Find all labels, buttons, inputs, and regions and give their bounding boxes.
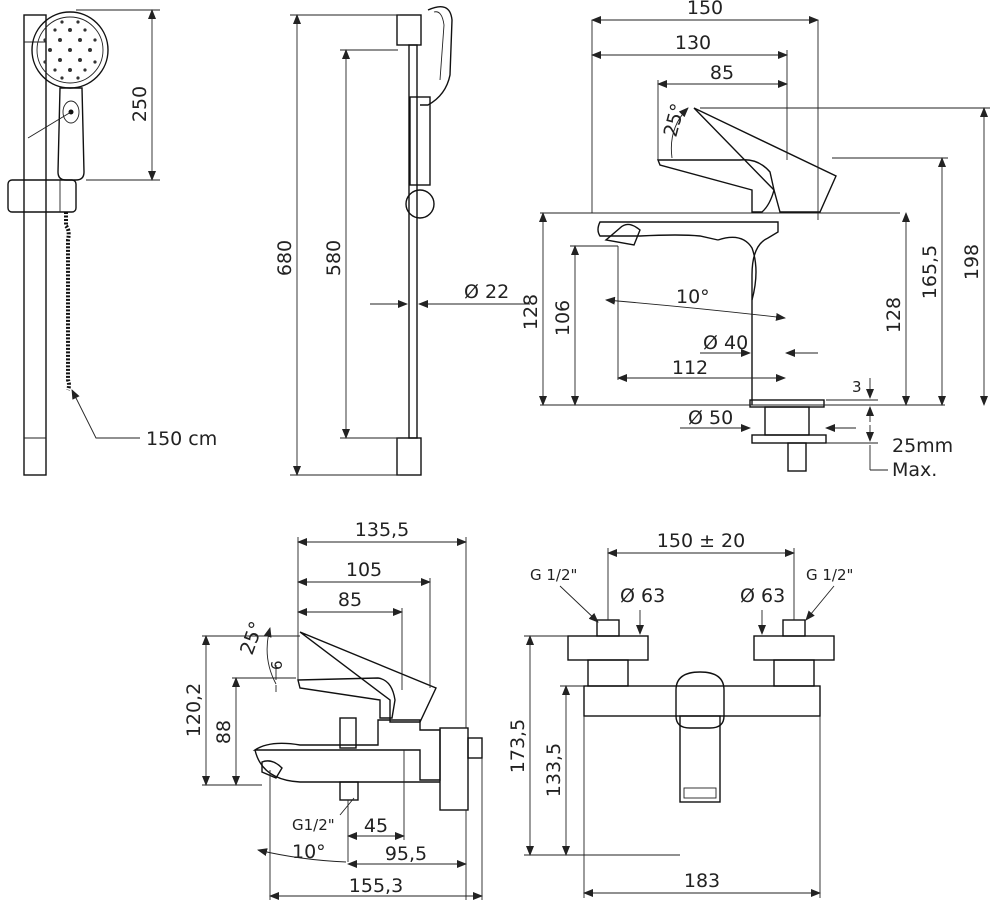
slide-bar	[23, 14, 47, 476]
inlet-left-label: G 1/2"	[530, 566, 577, 584]
dim-bar-diameter: Ø 22	[464, 281, 509, 303]
bath-body-side	[252, 719, 441, 781]
dim-133: 133,5	[543, 743, 565, 797]
escutcheon-left	[567, 635, 649, 661]
dim-diameter-40: Ø 40	[703, 332, 748, 354]
dim-105: 105	[346, 559, 382, 581]
slide-bar-side	[408, 44, 418, 439]
bath-lever-angle: 25°	[236, 619, 268, 658]
handshower-side	[420, 6, 453, 106]
bath-body-front	[583, 685, 821, 717]
bath-mixer-front-view: 150 ± 20 G 1/2" G 1/2" Ø 63 Ø 63 173,5 1…	[507, 530, 853, 898]
shower-hose	[64, 212, 71, 391]
wall-flange	[439, 727, 469, 811]
dim-45: 45	[364, 815, 388, 837]
mixer-body	[597, 221, 779, 405]
dim-135: 135,5	[355, 519, 409, 541]
dim-198: 198	[961, 244, 983, 280]
bath-spout-angle: 10°	[292, 841, 326, 863]
dim-580: 580	[323, 240, 345, 276]
inlet-right-label: G 1/2"	[806, 566, 853, 584]
dim-112: 112	[672, 357, 708, 379]
shower-set-side-view: 680 580 Ø 22	[274, 6, 530, 476]
fixing-stud	[787, 442, 807, 472]
shower-set-front-view: 150 cm 250	[7, 9, 217, 476]
spray-nozzles	[43, 20, 97, 80]
dim-250: 250	[129, 86, 151, 122]
dim-130: 130	[675, 32, 711, 54]
dim-95: 95,5	[385, 843, 427, 865]
bath-mixer-side-view: 135,5 105 85 25° 6 120,2 88 G1/2" 45	[183, 519, 483, 900]
dim-85: 85	[710, 62, 734, 84]
bath-front-spout	[679, 715, 721, 803]
dim-diameter-50: Ø 50	[688, 407, 733, 429]
dim-173: 173,5	[507, 719, 529, 773]
dim-6: 6	[268, 660, 286, 670]
dim-128-left: 128	[520, 294, 542, 330]
dim-165: 165,5	[919, 245, 941, 299]
dim-centers: 150 ± 20	[657, 530, 745, 552]
handshower-handle	[57, 87, 85, 181]
bath-front-lever	[675, 671, 725, 729]
dim-106: 106	[552, 300, 574, 336]
hose-leader	[71, 389, 140, 439]
dim-183: 183	[684, 870, 720, 892]
lever-angle-25: 25°	[660, 101, 690, 139]
hose-length-label: 150 cm	[146, 428, 217, 450]
spout-angle-10: 10°	[676, 286, 710, 308]
dim-88: 88	[213, 720, 235, 744]
dim-150: 150	[687, 0, 723, 19]
mixer-base	[749, 399, 825, 408]
dim-3: 3	[852, 378, 862, 396]
dim-120: 120,2	[183, 683, 205, 737]
escutcheon-right-diameter: Ø 63	[740, 585, 785, 607]
dim-155: 155,3	[349, 875, 403, 897]
max-thickness-line1: 25mm	[892, 435, 953, 457]
lever-handle	[656, 159, 775, 213]
max-thickness-line2: Max.	[892, 459, 937, 481]
slider-holder	[7, 179, 77, 213]
dim-680: 680	[274, 240, 296, 276]
aerator	[604, 223, 641, 246]
bath-lever	[297, 677, 396, 719]
slider-knob	[405, 189, 435, 219]
dim-85-bath: 85	[338, 589, 362, 611]
dim-128-right: 128	[883, 297, 905, 333]
bath-inlet-label: G1/2"	[292, 816, 335, 834]
escutcheon-left-diameter: Ø 63	[620, 585, 665, 607]
escutcheon-right	[753, 635, 835, 661]
basin-mixer-view: 150 130 85 25° 198 165,5 128 128 106 10°	[520, 0, 990, 481]
